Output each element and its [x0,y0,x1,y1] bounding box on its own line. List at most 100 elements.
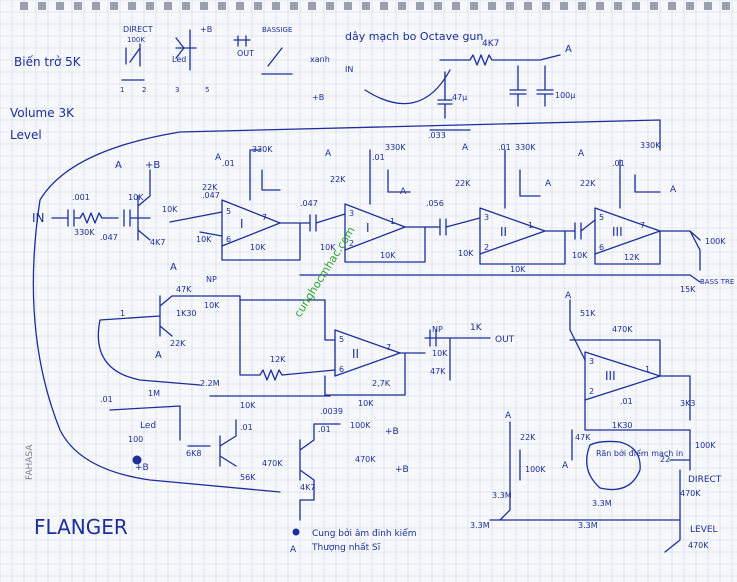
pin-u3-3: 3 [484,213,489,222]
note-level: Level [10,128,42,142]
pin-u6-2: 2 [589,387,594,396]
label-6k8: 6K8 [186,449,201,458]
label-np-lfo: NP [206,275,217,284]
label-047-in: .047 [100,233,118,242]
note-circle [586,440,641,491]
binding-hole [650,2,658,10]
pin-u5-6: 6 [339,365,344,374]
label-led-bot: Led [140,421,156,431]
binding-hole [308,2,316,10]
label-330k-u2: 330K [385,143,406,152]
label-22k-u3: 22K [455,179,471,188]
label-u5: II [352,347,359,361]
binding-hole [398,2,406,10]
label-3m3-a: 3.3M [470,521,490,530]
label-01-bot3: .01 [318,425,331,434]
label-22k-u1: 22K [202,183,218,192]
note-pot-5k: Biến trở 5K [14,55,82,69]
opamp-u2 [344,203,406,251]
input-stage: IN .001 330K .047 +B A 10K 4K7 10K [32,160,178,247]
label-plus-b-q1: +B [145,160,160,171]
binding-hole [128,2,136,10]
label-10k-u5b: 10K [358,399,374,408]
label-3k3: 3K3 [680,399,695,408]
label-12k-u4: 12K [624,253,640,262]
binding-hole [326,2,334,10]
label-plus-b-bot: +B [135,463,149,473]
pin-u1-7: 7 [262,213,267,222]
binding-hole [290,2,298,10]
label-15k: 15K [680,285,696,294]
label-a-u4b: A [670,185,677,195]
label-470k-u6: 470K [612,325,633,334]
pin-4a: 5 [205,86,209,94]
label-10-out: 10K [432,349,448,358]
note-bottom-2: Thượng nhất Sĩ [311,542,381,553]
label-xanh: xanh [310,55,330,64]
note-octave: dây mạch bo Octave gun [345,30,483,43]
binding-hole [110,2,118,10]
binding-hole [506,2,514,10]
binding-hole [20,2,28,10]
label-u2: I [366,221,370,235]
label-01-u6: .01 [620,397,633,406]
binding-hole [182,2,190,10]
label-10k-u4: 10K [572,251,588,260]
label-10k-pot: 100K [705,237,726,246]
cap-cluster-1 [509,65,527,107]
label-330k-u4: 330K [640,141,661,150]
label-a-u4: A [578,149,585,159]
note-volume: Volume 3K [10,106,75,120]
wire-top-arc [364,69,451,105]
label-a-lfo2: A [155,350,162,361]
binding-hole [632,2,640,10]
binding-hole [272,2,280,10]
binding-hole [686,2,694,10]
label-u3: II [500,225,507,239]
opamp-u3 [479,207,546,255]
label-24k: 2,7K [372,379,391,388]
label-10k-u1: 10K [196,235,212,244]
label-01-u3: .01 [498,143,511,152]
wire-u5 [209,295,426,397]
label-150k: 1K30 [612,421,633,430]
binding-hole [668,2,676,10]
binding-hole [416,2,424,10]
label-a-u6: A [565,291,572,301]
label-470k-bot2: 470K [355,455,376,464]
cap-cluster-2 [536,65,554,107]
opamp-u6 [584,351,661,401]
label-330k-u1: 330K [252,145,273,154]
label-100k: 100K [127,36,145,44]
binding-hole [218,2,226,10]
label-direct: DIRECT [123,25,153,34]
binding-hole [344,2,352,10]
label-056: .056 [426,199,444,208]
label-a-u6b: A [562,461,569,471]
label-q2-n: 1 [120,309,125,318]
label-47k-out: 47K [430,367,446,376]
lfo-section: A 47K NP 10K 1K30 22K A 1 [97,262,241,386]
binding-hole [74,2,82,10]
label-01-bot: .01 [100,395,113,404]
label-3m3-d: 3.3M [592,499,612,508]
label-10-q1: 10K [162,205,178,214]
label-out-mid: OUT [495,335,515,345]
label-01-u4: .01 [612,159,625,168]
label-bypass: BASSIGE [262,26,292,34]
transistor-q2 [97,295,241,386]
opamp-stage-5: II 5 6 7 12K 2.2M 10K 2,7K 10K .0039 NP … [200,295,515,416]
binding-hole [722,2,730,10]
label-a-u2: A [325,149,332,159]
pin-u1-6: 6 [226,235,231,244]
notebook-brand: FAHASA [25,444,35,480]
label-in: IN [32,211,45,225]
wire-bottom-right [489,421,681,521]
binding-hole [614,2,622,10]
label-10k-u2b: 10K [380,251,396,260]
notebook-binding [20,2,730,10]
wire-u6 [569,299,691,461]
bypass-switch [261,47,293,75]
pin-u4-5: 5 [599,213,604,222]
